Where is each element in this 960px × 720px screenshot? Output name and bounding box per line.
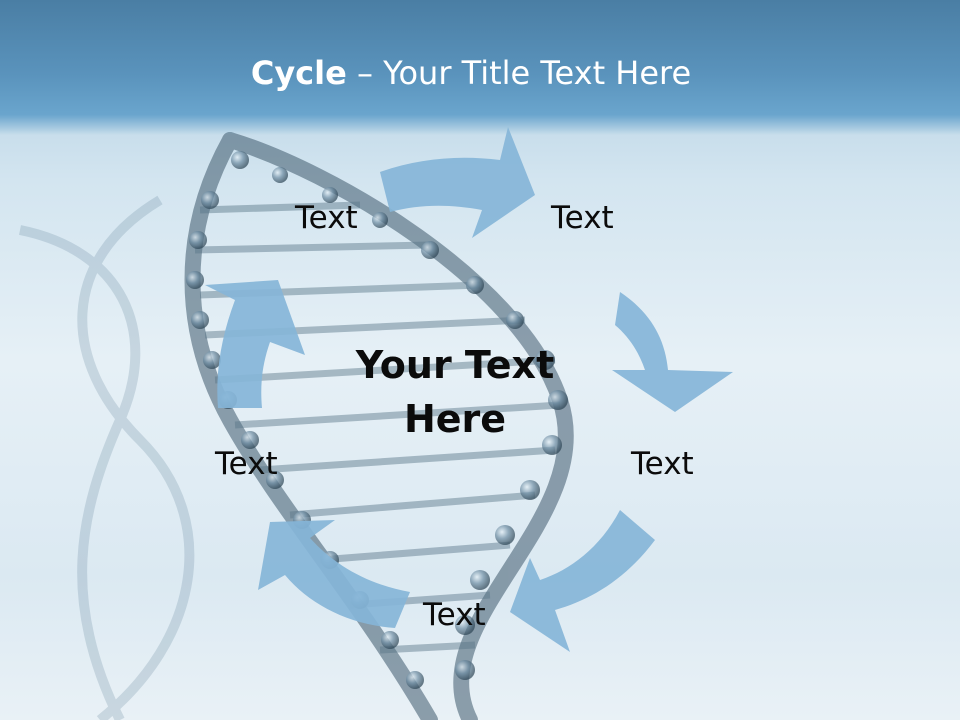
cycle-item-4-label: Text [423, 597, 486, 633]
cycle-item-5-label: Text [215, 446, 278, 482]
cycle-arrow-1 [380, 127, 535, 238]
slide-title-bold: Cycle [250, 54, 347, 92]
cycle-arrow-3 [510, 510, 655, 652]
cycle-item-3-label: Text [631, 446, 694, 482]
cycle-arrow-4 [258, 520, 410, 628]
slide-title: Cycle – Your Title Text Here [0, 54, 942, 92]
center-text: Your Text Here [355, 343, 555, 441]
cycle-arrow-5 [205, 280, 305, 408]
cycle-arrow-2 [612, 292, 733, 412]
slide-title-rest: – Your Title Text Here [346, 54, 692, 92]
title-bar [0, 0, 960, 135]
cycle-item-2-label: Text [551, 200, 614, 236]
cycle-item-1-label: Text [295, 200, 358, 236]
